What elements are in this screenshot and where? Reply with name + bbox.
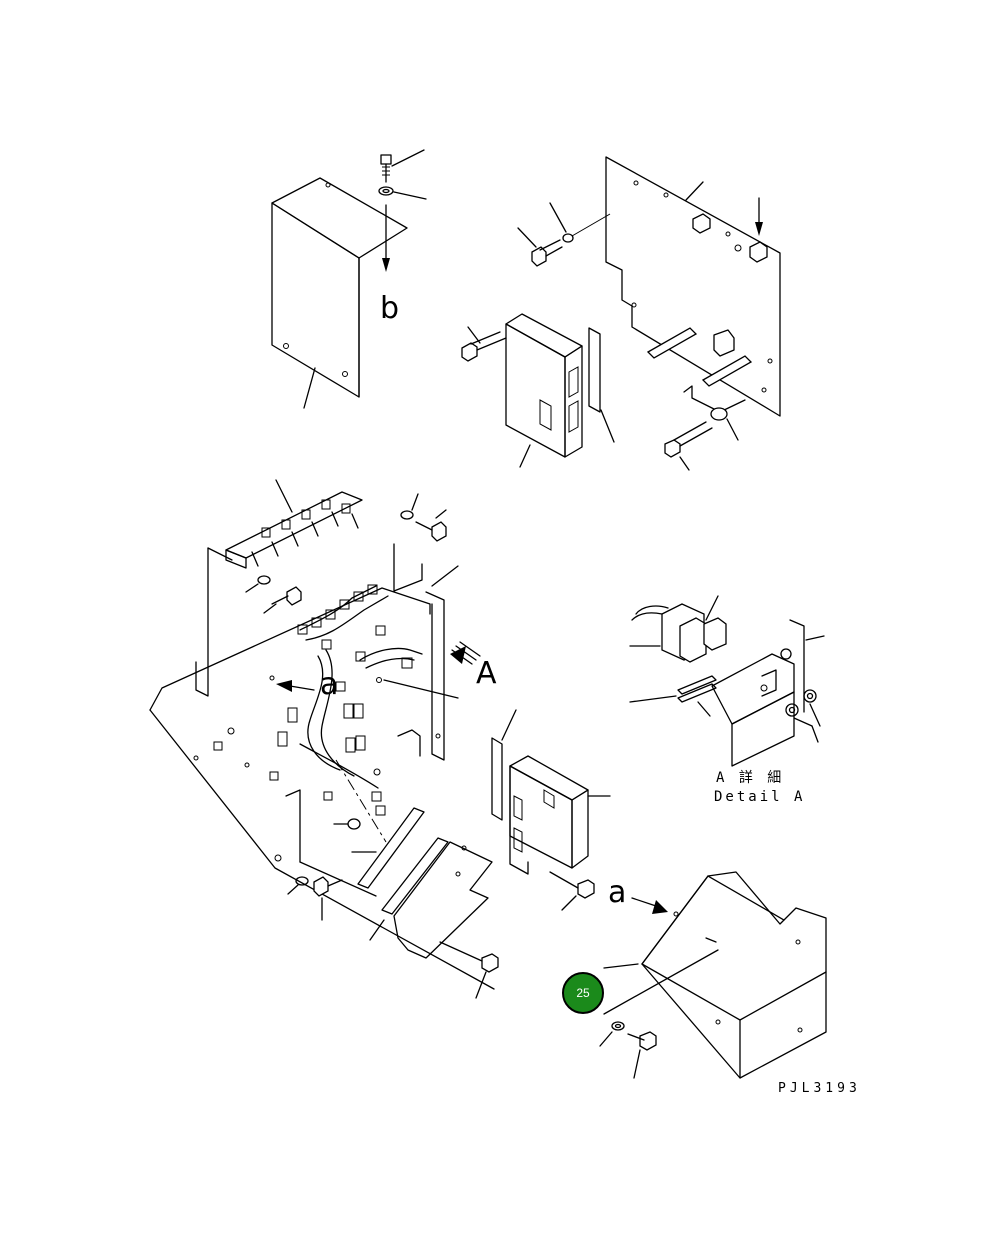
top-cover-bolt bbox=[378, 149, 427, 272]
lower-panel bbox=[285, 729, 421, 897]
part-callout-badge[interactable]: 25 bbox=[562, 972, 604, 1014]
top-panel-bolt bbox=[517, 202, 611, 267]
detail-a-arrow bbox=[450, 641, 481, 665]
lower-cover bbox=[599, 871, 827, 1079]
top-panel bbox=[605, 156, 781, 441]
main-lower-bolts bbox=[287, 818, 499, 999]
view-b-upper-label: b bbox=[380, 291, 399, 326]
detail-a-label: A bbox=[476, 656, 497, 691]
view-a-cover-label: a bbox=[608, 875, 626, 910]
relay-strip bbox=[225, 479, 363, 569]
top-panel-lower-bolt bbox=[664, 421, 713, 471]
main-upper-bolt bbox=[400, 493, 447, 542]
wiring-harness bbox=[213, 584, 459, 843]
side-bracket bbox=[425, 565, 459, 761]
top-controller bbox=[461, 313, 615, 468]
mounting-rails bbox=[351, 807, 493, 959]
drawing-code: PJL3193 bbox=[778, 1081, 861, 1096]
main-base-plate bbox=[149, 543, 495, 990]
view-a-main-arrow bbox=[276, 680, 315, 692]
lower-controller bbox=[491, 709, 611, 911]
detail-a-jp-label: A 詳 細 bbox=[716, 770, 784, 786]
view-a-main-label: a bbox=[320, 667, 338, 702]
top-cover bbox=[271, 177, 408, 409]
relay-strip-bolt bbox=[245, 575, 302, 614]
detail-a-view bbox=[629, 595, 825, 767]
detail-a-en-label: Detail A bbox=[714, 789, 805, 805]
